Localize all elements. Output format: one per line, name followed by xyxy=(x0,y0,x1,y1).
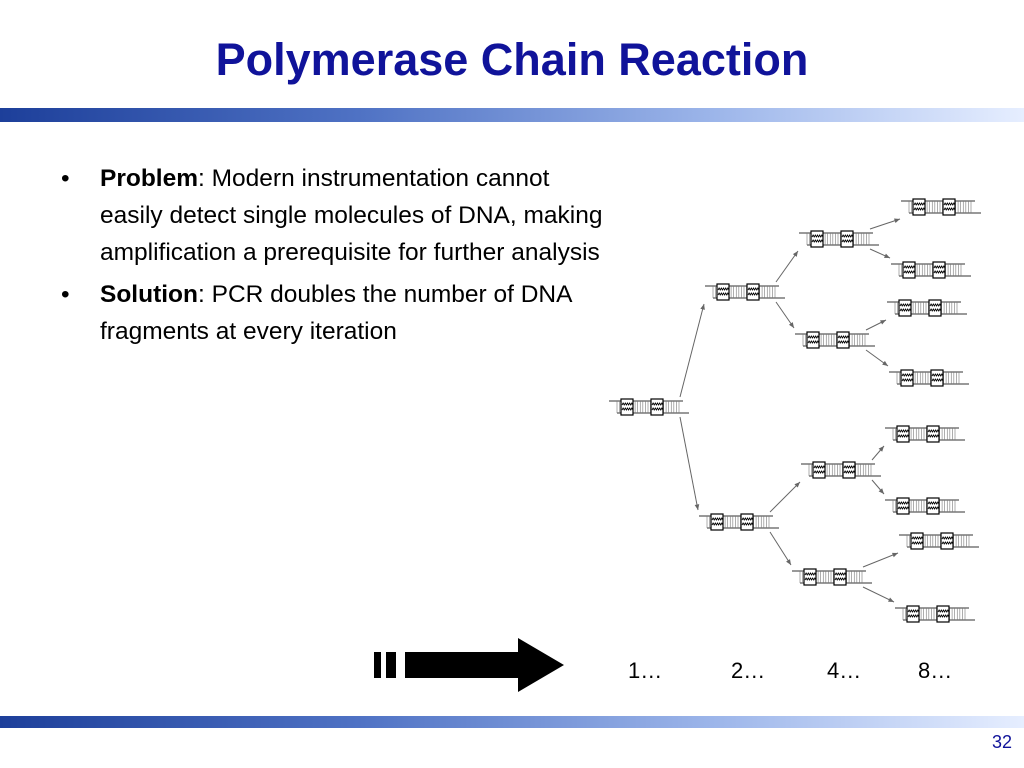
cycle-label-1: 1… xyxy=(628,658,663,683)
branch-arrow-icon xyxy=(679,303,705,398)
branch-arrow-icon xyxy=(775,250,799,283)
bullet-list: • Problem: Modern instrumentation cannot … xyxy=(55,160,603,355)
dna-fragment-icon xyxy=(899,532,979,550)
cycle-label-4: 4… xyxy=(827,658,862,683)
dna-fragment-icon xyxy=(885,425,965,443)
bullet-solution: • Solution: PCR doubles the number of DNA… xyxy=(55,276,603,350)
dna-fragment-icon xyxy=(799,230,879,248)
progress-arrow-icon xyxy=(374,638,564,692)
branch-arrow-icon xyxy=(862,586,895,603)
dna-fragment-icon xyxy=(801,461,881,479)
bullet-problem-text: : Modern instrumentation cannot easily d… xyxy=(100,165,603,266)
branch-arrow-icon xyxy=(869,248,891,259)
branch-arrow-icon xyxy=(679,416,700,511)
branch-arrow-icon xyxy=(769,531,792,566)
bullet-dot-icon: • xyxy=(61,281,70,308)
branch-arrow-icon xyxy=(865,349,889,367)
dna-fragment-icon xyxy=(885,497,965,515)
cycle-label-2: 2… xyxy=(731,658,766,683)
cycle-label-8: 8… xyxy=(918,658,953,683)
dna-fragment-icon xyxy=(895,605,975,623)
dna-fragment-icon xyxy=(705,283,785,301)
bullet-problem: • Problem: Modern instrumentation cannot … xyxy=(55,160,603,271)
branch-arrow-icon xyxy=(869,218,901,230)
bullet-solution-text: : PCR doubles the number of DNA fragment… xyxy=(100,281,572,345)
dna-fragment-icon xyxy=(889,369,969,387)
slide-number: 32 xyxy=(991,732,1012,752)
bullet-problem-term: Problem xyxy=(100,165,199,192)
dna-fragment-icon xyxy=(792,568,872,586)
dna-fragment-icon xyxy=(901,198,981,216)
title-divider xyxy=(0,108,1024,122)
branch-arrow-icon xyxy=(862,552,899,568)
branch-arrow-icon xyxy=(769,481,801,513)
dna-fragment-icon xyxy=(795,331,875,349)
dna-fragment-icon xyxy=(887,299,967,317)
branch-arrow-icon xyxy=(775,301,795,329)
slide-title: Polymerase Chain Reaction xyxy=(215,34,809,85)
branch-arrow-icon xyxy=(871,479,885,495)
branch-arrow-icon xyxy=(865,319,887,331)
dna-fragment-icon xyxy=(891,261,971,279)
bullet-solution-term: Solution xyxy=(100,281,198,308)
dna-fragment-icon xyxy=(609,398,689,416)
bullet-dot-icon: • xyxy=(61,165,70,192)
branch-arrow-icon xyxy=(871,445,885,461)
dna-fragment-icon xyxy=(699,513,779,531)
footer-divider xyxy=(0,716,1024,728)
